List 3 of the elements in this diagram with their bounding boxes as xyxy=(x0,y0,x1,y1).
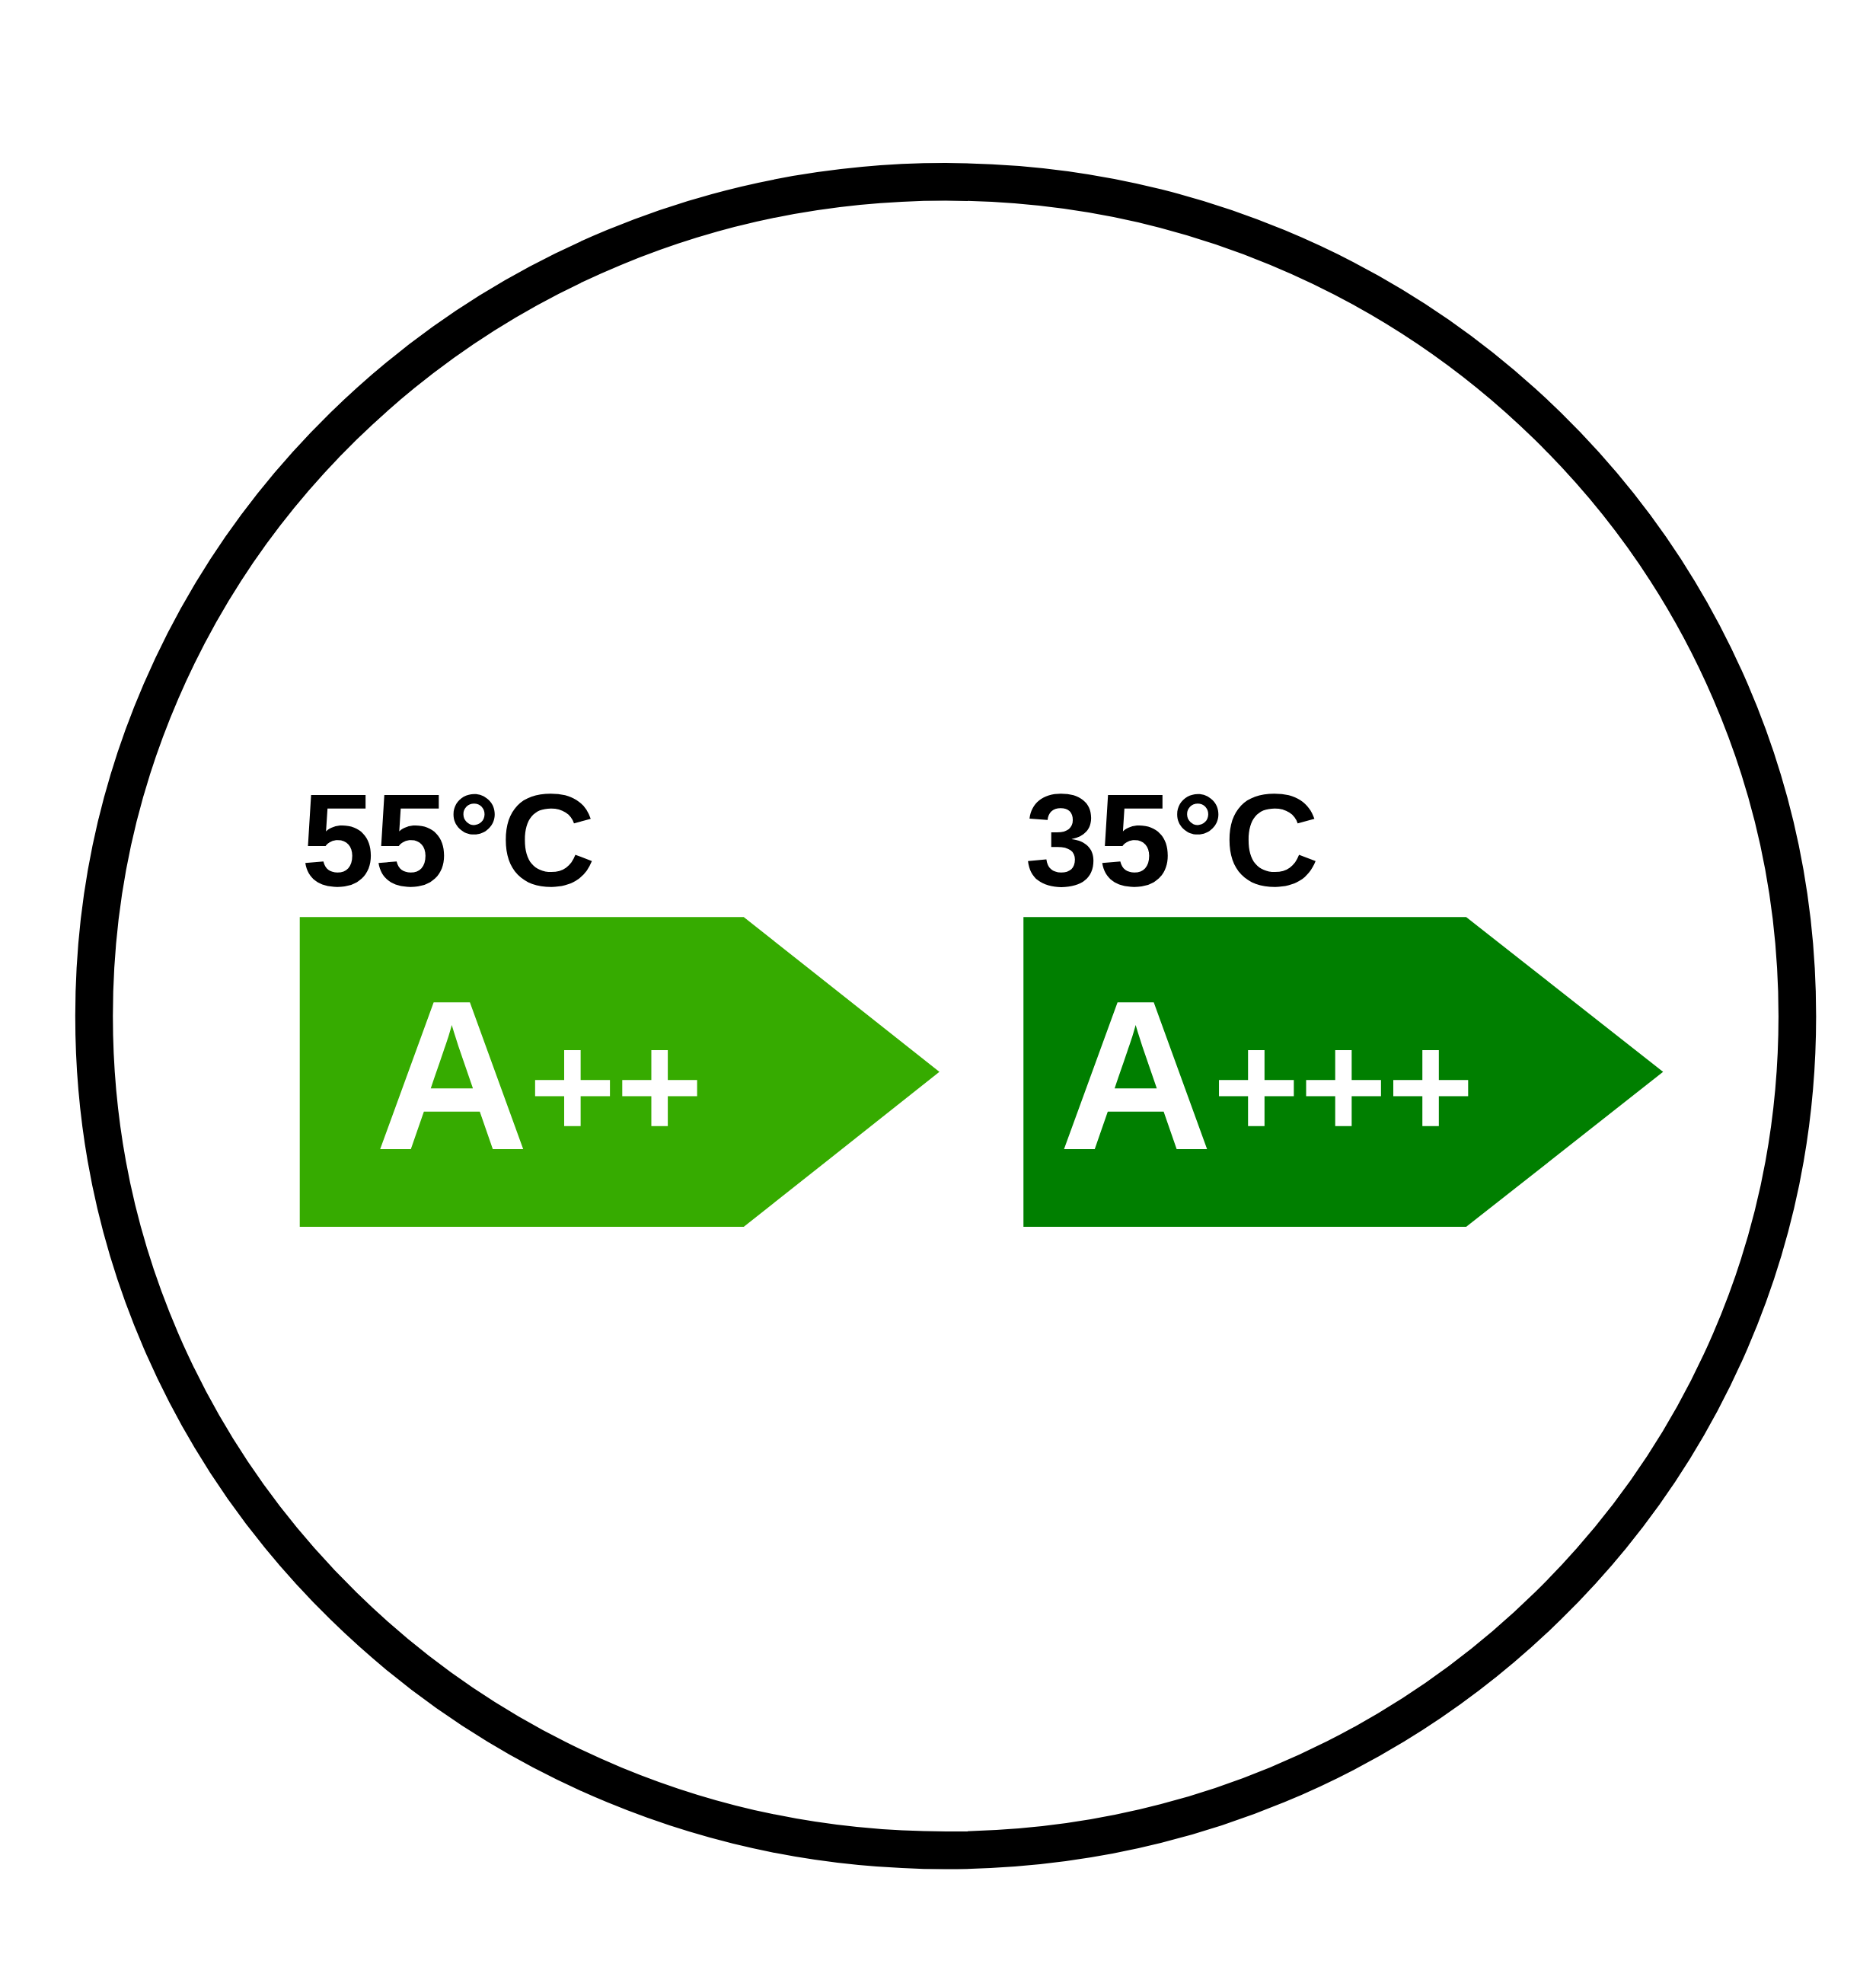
temperature-heading: 55°C xyxy=(305,794,592,887)
temperature-heading: 35°C xyxy=(1028,794,1316,887)
circle-outline xyxy=(75,163,1817,1870)
